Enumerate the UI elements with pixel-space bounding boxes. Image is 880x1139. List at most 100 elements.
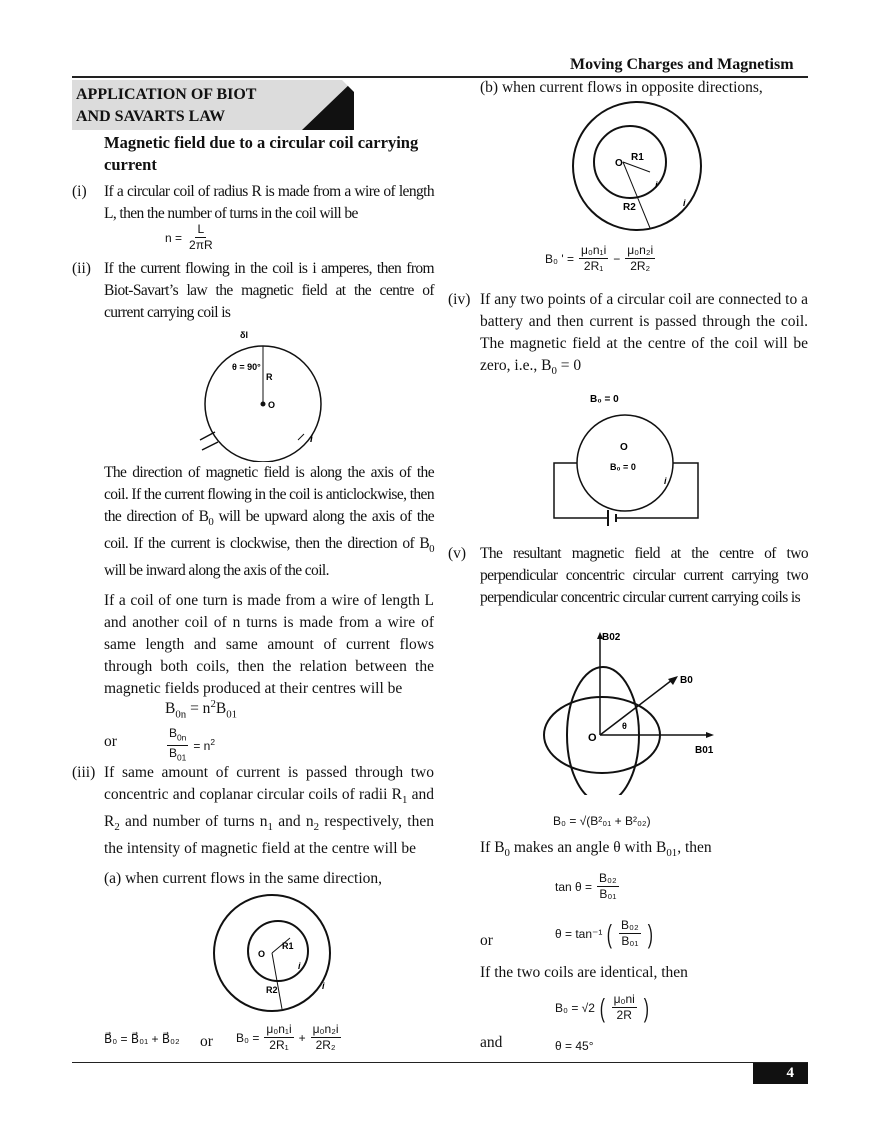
center-label: O: [588, 732, 597, 744]
opposite-direction-diagram: O R1 R2 i i: [572, 101, 702, 231]
header-rule: [72, 76, 808, 78]
ratio-den: B: [169, 746, 178, 761]
i2-label: i: [322, 981, 325, 991]
formula-den: 2πR: [189, 238, 213, 252]
section-title-line1: APPLICATION OF BIOT: [76, 86, 257, 103]
vector-sum-formula: B⃗₀ = B⃗₀₁ + B⃗₀₂: [104, 1032, 180, 1046]
text-run: , then: [677, 839, 712, 856]
formula-num: L: [195, 222, 207, 238]
b02-label: B02: [602, 632, 621, 643]
b01-label: B01: [695, 745, 714, 756]
rel-b0n-sub: 0n: [175, 708, 187, 721]
subscript: 0: [429, 543, 434, 556]
text-run: If B: [480, 839, 505, 856]
subheading: Magnetic field due to a circular coil ca…: [104, 133, 419, 174]
fa-op: +: [298, 1030, 306, 1045]
identical-num: μ₀ni: [611, 992, 637, 1008]
fb-lhs: B₀ ' =: [545, 251, 574, 266]
text-run: and number of turns n: [119, 813, 268, 831]
item-iv-text: If any two points of a circular coil are…: [480, 289, 808, 382]
subscript: 2: [114, 821, 120, 834]
current-label: i: [664, 476, 667, 486]
theta-lhs: θ = tan⁻¹: [555, 926, 603, 941]
rel-b-sub: 01: [226, 708, 238, 721]
text-run: The direction of magnetic field is along…: [104, 464, 435, 525]
page-number: 4: [753, 1063, 808, 1084]
i1-label: i: [655, 180, 658, 190]
and-label: and: [480, 1034, 503, 1051]
angle-text: If B0 makes an angle θ with B01, then: [480, 837, 808, 864]
subscript: 1: [267, 821, 273, 834]
tan-num: B₀₂: [597, 871, 619, 887]
rel-eq: = n: [186, 700, 211, 718]
item-iii-a: (a) when current flows in the same direc…: [104, 870, 383, 887]
text-run: If same amount of current is passed thro…: [104, 764, 434, 803]
angle-label: θ = 90°: [232, 362, 261, 372]
text-run: and n: [272, 813, 314, 831]
rel-b: B: [215, 700, 227, 718]
rel-sup: 2: [210, 698, 216, 710]
radius-label: R: [266, 372, 273, 382]
footer-rule: [72, 1062, 808, 1063]
i2-label: i: [683, 198, 686, 208]
perpendicular-coils-diagram: B02 B0 B01 θ O: [543, 632, 714, 795]
ratio-num: B: [169, 726, 178, 740]
text-run: respectively, then the intensity of magn…: [104, 813, 434, 858]
text-run: will be inward along the axis of the coi…: [104, 562, 329, 580]
fb-t2-den: 2R₂: [630, 259, 651, 273]
angle-45: θ = 45°: [555, 1039, 594, 1053]
r1-label: R1: [282, 941, 294, 951]
fa-t1-num: μ₀n₁i: [264, 1022, 294, 1038]
item-i-text: If a circular coil of radius R is made f…: [104, 183, 435, 222]
center-label: O: [268, 400, 275, 410]
top-label: B₀ = 0: [590, 394, 619, 405]
direction-paragraph: The direction of magnetic field is along…: [104, 462, 435, 582]
r2-label: R2: [266, 985, 278, 995]
center-label: O: [258, 949, 265, 959]
battery-coil-diagram: B₀ = 0 O B₀ = 0 i: [553, 394, 699, 526]
item-label-v: (v): [448, 545, 467, 562]
fa-lhs: B₀ =: [236, 1030, 260, 1045]
item-label-ii: (ii): [72, 260, 91, 277]
theta-num: B₀₂: [619, 918, 641, 934]
subscript: 0: [208, 516, 214, 529]
coil-diagram: δl θ = 90° R O i: [199, 330, 322, 462]
text-run: will be upward along the axis of the coi…: [104, 508, 435, 553]
identical-lhs: B₀ = √2: [555, 1000, 595, 1015]
ratio-rhs-sup: 2: [210, 736, 216, 747]
identical-den: 2R: [616, 1008, 632, 1022]
dl-label: δl: [240, 330, 248, 340]
heading-corner-triangle: [302, 80, 354, 130]
current-label: i: [310, 434, 313, 445]
ratio-den-sub: 01: [177, 752, 187, 763]
item-ii-text: If the current flowing in the coil is i …: [104, 260, 435, 321]
text-run: = 0: [556, 357, 582, 374]
r1-label: R1: [631, 152, 644, 163]
n-turns-paragraph: If a coil of one turn is made from a wir…: [104, 592, 434, 697]
item-iii-b: (b) when current flows in opposite direc…: [480, 79, 763, 96]
item-label-iii: (iii): [72, 764, 96, 781]
resultant-formula: B₀ = √(B²₀₁ + B²₀₂): [553, 814, 651, 828]
tan-lhs: tan θ =: [555, 879, 593, 894]
i1-label: i: [298, 961, 301, 971]
tan-den: B₀₁: [599, 887, 617, 901]
text-run: makes an angle θ with B: [509, 839, 667, 856]
center-label: O: [620, 442, 628, 453]
fb-op: −: [613, 251, 621, 266]
fa-t2-num: μ₀n₂i: [310, 1022, 341, 1038]
identical-text: If the two coils are identical, then: [480, 964, 688, 981]
section-title-line2: AND SAVARTS LAW: [76, 108, 226, 125]
same-direction-diagram: O R1 R2 i i: [213, 894, 331, 1012]
fb-t2-num: μ₀n₂i: [625, 243, 656, 259]
b0-label: B0: [680, 675, 693, 686]
inner-label: B₀ = 0: [610, 462, 636, 472]
fb-t1-den: 2R₁: [583, 259, 604, 273]
section-heading-box: APPLICATION OF BIOT AND SAVARTS LAW: [72, 80, 354, 130]
subscript: 2: [313, 821, 320, 834]
item-iii-text: If same amount of current is passed thro…: [104, 762, 434, 860]
